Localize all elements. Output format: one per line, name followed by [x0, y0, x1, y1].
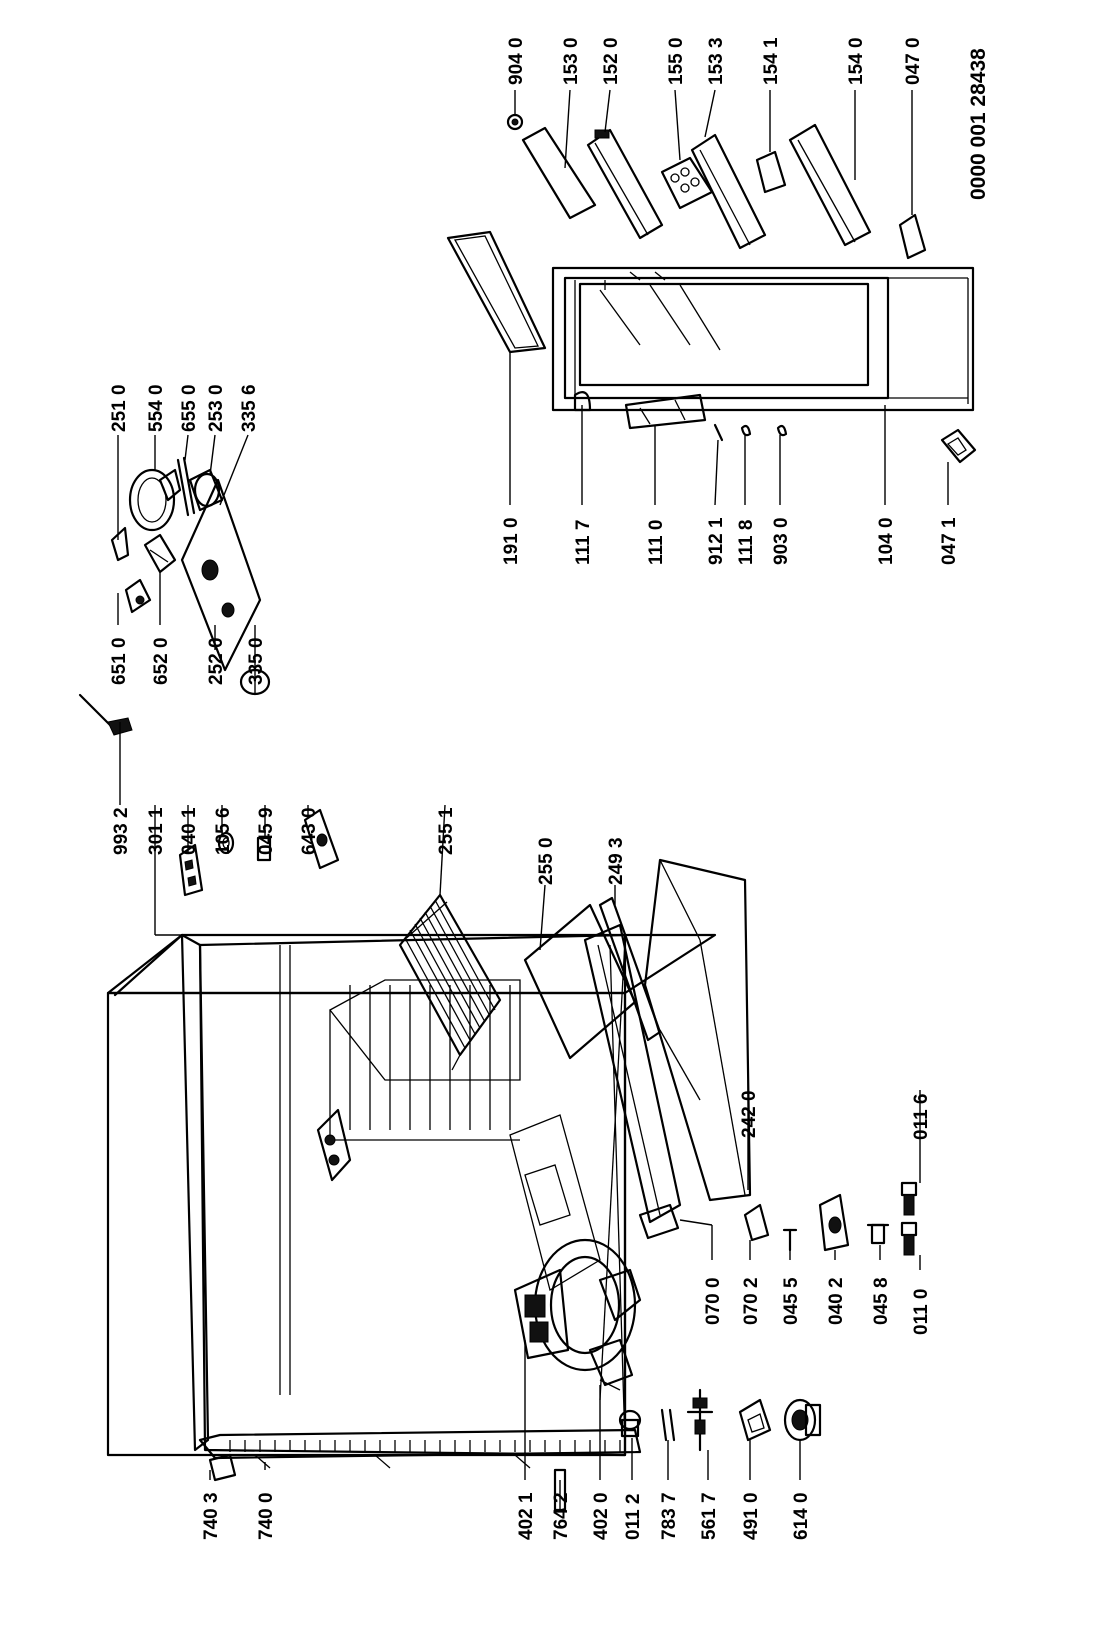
label-191-0: 191 0 [501, 517, 522, 565]
glass-shelf-grid-255-1 [398, 893, 502, 1071]
foot-011-6 [900, 1181, 918, 1216]
label-040-1: 040 1 [179, 807, 200, 855]
label-249-3: 249 3 [606, 837, 627, 885]
label-242-0: 242 0 [739, 1090, 760, 1138]
document-id: 0000 001 28438 [967, 48, 990, 200]
label-104-0: 104 0 [876, 517, 897, 565]
label-011-2: 011 2 [623, 1494, 644, 1541]
label-251-0: 251 0 [109, 384, 130, 432]
plug-011-2 [618, 1409, 642, 1438]
label-111-0: 111 0 [646, 520, 667, 565]
label-993-2: 993 2 [111, 807, 132, 855]
label-651-0: 651 0 [109, 637, 130, 685]
label-764-2: 764 2 [551, 1492, 572, 1540]
clip-903-0 [776, 424, 788, 437]
label-111-7: 111 7 [573, 520, 594, 565]
label-255-0: 255 0 [536, 837, 557, 885]
pin-045-9 [256, 836, 272, 862]
cabinet-shelf-ribs [329, 979, 601, 1292]
crisper-drawer-242-0 [643, 858, 752, 1202]
motor-614-0 [783, 1398, 822, 1442]
label-070-0: 070 0 [703, 1277, 724, 1325]
label-153-0: 153 0 [561, 37, 582, 85]
sensor-783-7 [660, 1408, 676, 1442]
relay-491-0 [738, 1398, 772, 1442]
valve-561-7 [686, 1388, 714, 1452]
label-903-0: 903 0 [771, 517, 792, 565]
handle-111-7 [573, 391, 592, 412]
label-655-0: 655 0 [179, 384, 200, 432]
label-154-1: 154 1 [761, 37, 782, 85]
door-gasket-191-0 [446, 230, 547, 354]
foot-047-1 [940, 428, 977, 464]
label-561-7: 561 7 [699, 1492, 720, 1540]
cabinet-thermostat-housing [316, 1108, 352, 1182]
axle-045-5 [782, 1228, 798, 1252]
hinge-cover-111-0 [624, 393, 707, 430]
bushing-045-8 [866, 1223, 890, 1245]
label-740-0: 740 0 [256, 1492, 277, 1540]
cabinet-condenser [198, 1428, 642, 1482]
label-253-0: 253 0 [206, 384, 227, 432]
label-153-3: 153 3 [706, 37, 727, 85]
compressor [513, 1238, 642, 1391]
part-labels: 993 2 301 1 040 1 105 6 045 9 643 0 255 … [109, 37, 990, 1540]
label-904-0: 904 0 [506, 37, 527, 85]
screw-912-1 [713, 423, 724, 442]
label-912-1: 912 1 [706, 517, 727, 565]
label-740-3: 740 3 [201, 1492, 222, 1540]
label-045-9: 045 9 [256, 807, 277, 855]
label-011-6: 011 6 [911, 1094, 932, 1141]
label-335-6: 335 6 [239, 384, 260, 432]
label-491-0: 491 0 [741, 1492, 762, 1540]
door-stop-070-2 [743, 1203, 770, 1242]
label-402-0: 402 0 [591, 1492, 612, 1540]
label-011-0: 011 0 [911, 1289, 932, 1336]
clip-111-8 [740, 424, 752, 437]
label-105-6: 105 6 [213, 807, 234, 855]
leader-lines [117, 89, 949, 1510]
door-frame [551, 266, 975, 412]
label-154-0: 154 0 [846, 37, 867, 85]
label-643-0: 643 0 [299, 807, 320, 855]
label-047-0: 047 0 [903, 37, 924, 85]
label-045-5: 045 5 [781, 1277, 802, 1325]
label-070-2: 070 2 [741, 1277, 762, 1325]
label-554-0: 554 0 [146, 384, 167, 432]
label-111-8: 111 8 [736, 520, 757, 565]
label-301-1: 301 1 [146, 807, 167, 855]
drain-tube-993 [78, 693, 133, 736]
label-152-0: 152 0 [601, 37, 622, 85]
label-402-1: 402 1 [516, 1492, 537, 1540]
label-155-0: 155 0 [666, 37, 687, 85]
door-shelves [506, 113, 927, 260]
label-335-0: 335 0 [246, 637, 267, 685]
label-652-0: 652 0 [151, 637, 172, 685]
label-614-0: 614 0 [791, 1492, 812, 1540]
label-252-0: 252 0 [206, 637, 227, 685]
bracket-643-0 [303, 808, 340, 870]
hinge-040-2 [818, 1193, 850, 1252]
label-040-2: 040 2 [826, 1277, 847, 1325]
hinge-bracket-040-1 [178, 843, 204, 897]
label-047-1: 047 1 [939, 517, 960, 565]
cabinet-bottom-frame [583, 923, 682, 1240]
foot-011-0 [900, 1221, 918, 1256]
bushing-105-6 [217, 831, 235, 855]
label-045-8: 045 8 [871, 1277, 892, 1325]
label-783-7: 783 7 [659, 1492, 680, 1540]
label-255-1: 255 1 [436, 807, 457, 855]
